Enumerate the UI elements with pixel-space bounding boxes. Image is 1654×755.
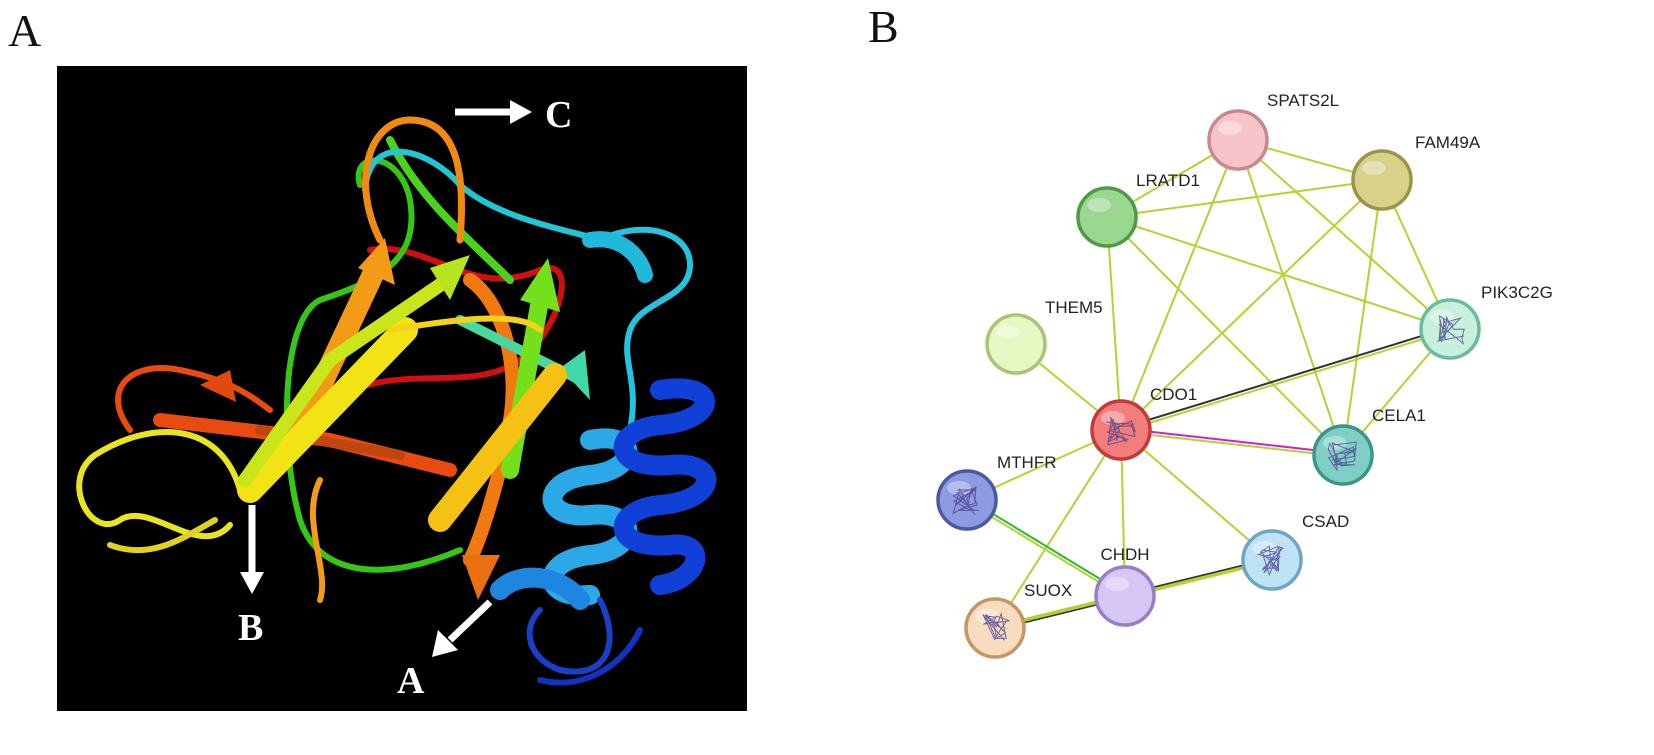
edge-fam49a-cdo1	[1120, 179, 1383, 431]
node-label-spats2l: SPATS2L	[1267, 91, 1339, 110]
node-lratd1[interactable]: LRATD1	[1076, 171, 1200, 248]
edge-lratd1-cela1	[1106, 216, 1344, 456]
node-circle-fam49a[interactable]	[1351, 149, 1413, 211]
node-label-suox: SUOX	[1024, 581, 1072, 600]
node-mthfr[interactable]: MTHFR	[936, 453, 1056, 531]
node-gloss-csad	[1252, 541, 1276, 555]
panel-a-letter: A	[8, 5, 41, 56]
node-csad[interactable]: CSAD	[1241, 512, 1349, 591]
node-gloss-lratd1	[1087, 198, 1111, 212]
panel-a: A	[8, 5, 747, 711]
arrow-c: C	[455, 94, 572, 136]
structure-thumbnail-mthfr	[952, 486, 979, 515]
edge-spats2l-cela1	[1237, 139, 1344, 456]
node-circle-spats2l[interactable]	[1207, 109, 1269, 171]
node-pik3c2g[interactable]: PIK3C2G	[1419, 283, 1553, 360]
node-circle-chdh[interactable]	[1094, 565, 1156, 627]
node-gloss-them5	[996, 325, 1020, 339]
edge-spats2l-pik3c2g	[1237, 139, 1451, 330]
node-cdo1[interactable]: CDO1	[1090, 385, 1197, 461]
node-label-them5: THEM5	[1045, 298, 1103, 317]
node-label-fam49a: FAM49A	[1415, 133, 1481, 152]
node-spats2l[interactable]: SPATS2L	[1207, 91, 1339, 171]
edge-spats2l-cdo1	[1120, 139, 1239, 431]
node-label-csad: CSAD	[1302, 512, 1349, 531]
node-them5[interactable]: THEM5	[985, 298, 1103, 375]
edge-fam49a-lratd1	[1106, 179, 1383, 218]
structure-thumbnail-cela1	[1327, 441, 1357, 472]
arrow-c-label: C	[545, 94, 572, 136]
node-gloss-spats2l	[1218, 121, 1242, 135]
node-cela1[interactable]: CELA1	[1312, 406, 1426, 486]
node-circle-them5[interactable]	[985, 313, 1047, 375]
node-fam49a[interactable]: FAM49A	[1351, 133, 1481, 211]
node-label-cela1: CELA1	[1372, 406, 1426, 425]
panel-b-letter: B	[868, 1, 899, 52]
node-gloss-chdh	[1105, 577, 1129, 591]
node-label-pik3c2g: PIK3C2G	[1481, 283, 1553, 302]
arrow-b-label: B	[238, 607, 263, 649]
edge-pik3c2g-cdo1	[1121, 329, 1451, 433]
node-label-lratd1: LRATD1	[1136, 171, 1200, 190]
helix-dark-blue	[526, 378, 717, 686]
arrow-b: B	[238, 505, 264, 649]
edge-cdo1-suox	[994, 429, 1122, 629]
edge-cdo1-cela1	[1121, 427, 1344, 455]
edge-lratd1-cdo1	[1106, 216, 1122, 431]
node-label-chdh: CHDH	[1100, 545, 1149, 564]
node-circle-cdo1[interactable]	[1090, 399, 1152, 461]
edge-mthfr-chdh	[967, 497, 1127, 596]
edge-cdo1-cela1	[1120, 430, 1343, 458]
structure-thumbnail-pik3c2g	[1437, 314, 1465, 345]
node-chdh[interactable]: CHDH	[1094, 545, 1156, 627]
arrow-a: A	[397, 599, 493, 702]
edge-pik3c2g-cdo1	[1120, 326, 1450, 430]
edge-cdo1-csad	[1120, 429, 1273, 561]
edge-fam49a-cela1	[1342, 179, 1383, 456]
node-gloss-fam49a	[1362, 161, 1386, 175]
edge-mthfr-chdh	[965, 500, 1125, 599]
network-edges	[965, 139, 1451, 631]
structure-thumbnail-cdo1	[1106, 416, 1136, 446]
node-label-mthfr: MTHFR	[997, 453, 1056, 472]
arrow-a-label: A	[397, 660, 425, 702]
node-label-cdo1: CDO1	[1150, 385, 1197, 404]
structure-thumbnail-suox	[982, 611, 1010, 641]
node-suox[interactable]: SUOX	[964, 581, 1072, 659]
node-gloss-cdo1	[1101, 411, 1125, 425]
edge-lratd1-pik3c2g	[1106, 216, 1451, 330]
node-circle-cela1[interactable]	[1312, 424, 1374, 486]
protein-ribbon	[76, 116, 717, 686]
node-circle-lratd1[interactable]	[1076, 186, 1138, 248]
structure-thumbnail-csad	[1257, 545, 1284, 577]
